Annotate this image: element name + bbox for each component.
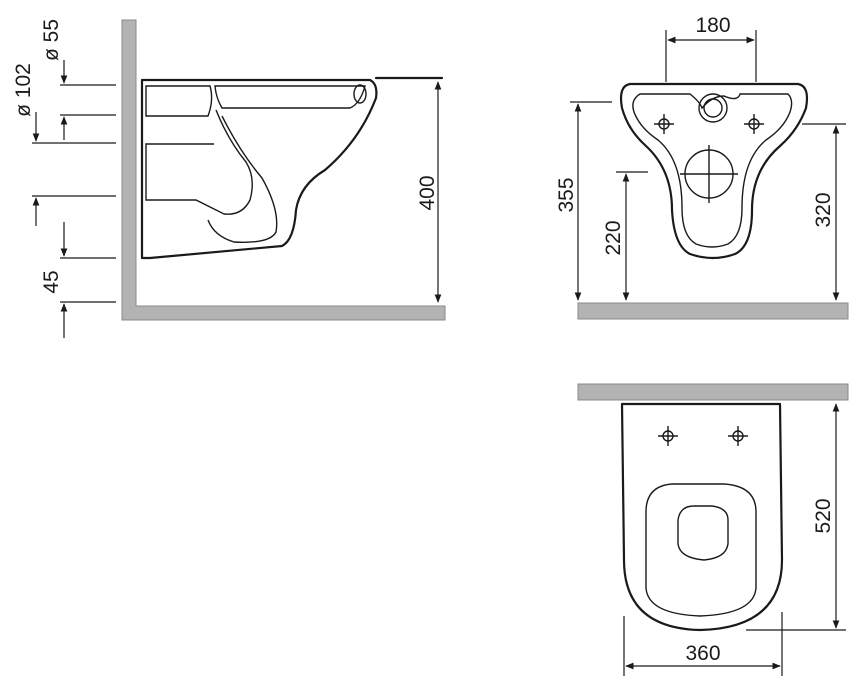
dim-label-360: 360 bbox=[685, 642, 720, 665]
side-view: 400 ø 55 ø 102 45 bbox=[12, 19, 446, 338]
front-view: 180 355 220 320 bbox=[555, 14, 849, 320]
dim-label-520: 520 bbox=[812, 498, 835, 533]
front-floor bbox=[577, 302, 849, 320]
dim-height-320: 320 bbox=[802, 123, 846, 301]
pipe-reference-lines bbox=[32, 84, 116, 303]
dim-height-355: 355 bbox=[555, 101, 612, 301]
dim-height-220: 220 bbox=[602, 171, 648, 301]
side-wall bbox=[121, 19, 446, 321]
top-view: 520 360 bbox=[577, 383, 849, 676]
dim-label-320: 320 bbox=[812, 192, 835, 227]
dim-depth-520: 520 bbox=[746, 403, 846, 631]
dim-label-55: ø 55 bbox=[40, 19, 63, 61]
dim-pipe-102: ø 102 bbox=[12, 63, 40, 226]
dim-label-180: 180 bbox=[695, 14, 730, 37]
dim-spacing-180: 180 bbox=[665, 14, 757, 82]
front-toilet-outline bbox=[619, 82, 809, 260]
top-toilet-outline bbox=[620, 402, 784, 632]
dim-pipe-55: ø 55 bbox=[40, 19, 68, 140]
dim-label-220: 220 bbox=[602, 220, 625, 255]
dim-width-360: 360 bbox=[623, 612, 783, 676]
dim-label-102: ø 102 bbox=[12, 63, 35, 117]
top-wall bbox=[577, 383, 849, 401]
side-toilet-outline bbox=[140, 76, 444, 260]
dim-floor-45: 45 bbox=[40, 222, 68, 338]
dim-label-355: 355 bbox=[555, 177, 578, 212]
dim-label-400: 400 bbox=[416, 175, 439, 210]
dim-height-400: 400 bbox=[416, 81, 442, 303]
dim-label-45: 45 bbox=[40, 270, 63, 293]
